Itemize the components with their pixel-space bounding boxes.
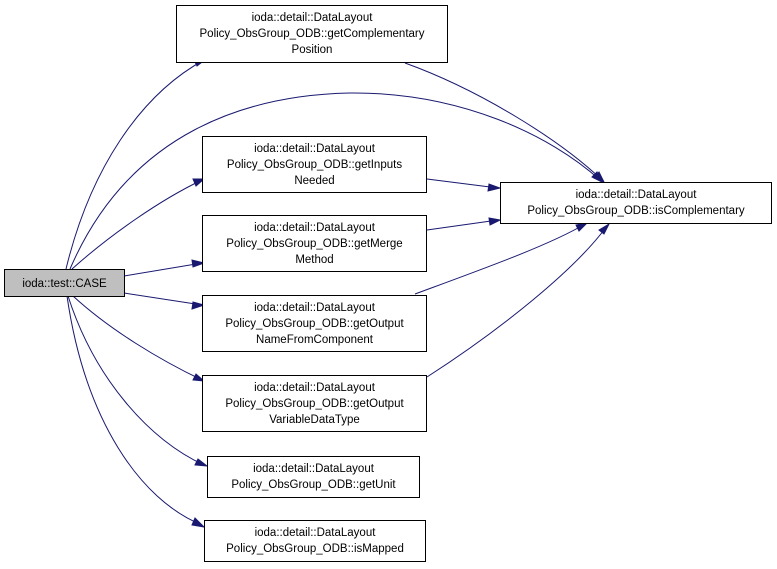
node-label-line: NameFromComponent bbox=[256, 334, 374, 346]
node-label-line: Position bbox=[292, 44, 333, 56]
node-label-line: ioda::detail::DataLayout bbox=[254, 382, 376, 394]
node-getoutputvariabledatatype[interactable]: ioda::detail::DataLayout Policy_ObsGroup… bbox=[202, 375, 427, 432]
node-ismapped[interactable]: ioda::detail::DataLayout Policy_ObsGroup… bbox=[204, 520, 426, 562]
node-label-line: Policy_ObsGroup_ODB::getOutput bbox=[225, 318, 404, 330]
arrowhead-icon bbox=[488, 217, 502, 226]
arrowhead-icon bbox=[191, 517, 206, 528]
edge-getcomplementaryposition-to-iscomplementary bbox=[404, 62, 603, 181]
arrowhead-icon bbox=[191, 301, 206, 310]
edge-getinputsneeded-to-iscomplementary bbox=[426, 178, 499, 189]
arrowhead-icon bbox=[487, 183, 502, 192]
arrowhead-icon bbox=[192, 178, 206, 187]
edge-case-to-iscomplementary bbox=[69, 92, 601, 270]
node-label-line: Method bbox=[295, 254, 333, 266]
node-iscomplementary[interactable]: ioda::detail::DataLayout Policy_ObsGroup… bbox=[500, 182, 772, 224]
node-label-line: VariableDataType bbox=[269, 414, 360, 426]
node-label-line: Policy_ObsGroup_ODB::getComplementary bbox=[200, 28, 425, 40]
arrowhead-icon bbox=[598, 222, 611, 235]
node-label-line: ioda::detail::DataLayout bbox=[254, 222, 376, 234]
arrowhead-icon bbox=[192, 373, 206, 382]
edge-case-to-getinputsneeded bbox=[71, 179, 203, 270]
node-getunit[interactable]: ioda::detail::DataLayout Policy_ObsGroup… bbox=[207, 456, 420, 498]
node-label-line: ioda::detail::DataLayout bbox=[254, 302, 376, 314]
edge-getoutputnamefromcomponent-to-iscomplementary bbox=[414, 223, 586, 295]
node-label-line: Needed bbox=[294, 175, 334, 187]
edge-case-to-getoutputvariabledatatype bbox=[72, 295, 203, 381]
node-label: ioda::test::CASE bbox=[22, 278, 107, 290]
edge-case-to-ismapped bbox=[66, 295, 203, 526]
node-label-line: Policy_ObsGroup_ODB::getOutput bbox=[225, 398, 404, 410]
node-getcomplementaryposition[interactable]: ioda::detail::DataLayout Policy_ObsGroup… bbox=[176, 5, 448, 63]
node-label-line: Policy_ObsGroup_ODB::getMerge bbox=[226, 238, 402, 250]
edge-getmergemethod-to-iscomplementary bbox=[426, 219, 499, 231]
node-label-line: ioda::detail::DataLayout bbox=[255, 527, 377, 539]
node-ioda-test-case[interactable]: ioda::test::CASE bbox=[4, 269, 125, 297]
node-label-line: Policy_ObsGroup_ODB::getInputs bbox=[227, 159, 402, 171]
node-label-line: Policy_ObsGroup_ODB::isMapped bbox=[226, 543, 404, 555]
node-label-line: Policy_ObsGroup_ODB::getUnit bbox=[231, 479, 396, 491]
edge-case-to-getoutputnamefromcomponent bbox=[123, 292, 203, 306]
arrowhead-icon bbox=[593, 171, 606, 183]
edge-case-to-getcomplementaryposition bbox=[65, 59, 205, 270]
node-getoutputnamefromcomponent[interactable]: ioda::detail::DataLayout Policy_ObsGroup… bbox=[202, 295, 427, 352]
node-label-line: ioda::detail::DataLayout bbox=[576, 189, 698, 201]
edges bbox=[65, 58, 611, 528]
node-label-line: ioda::detail::DataLayout bbox=[253, 463, 375, 475]
node-label-line: Policy_ObsGroup_ODB::isComplementary bbox=[527, 205, 745, 217]
edge-case-to-getunit bbox=[67, 295, 205, 466]
node-label-line: ioda::detail::DataLayout bbox=[252, 12, 374, 24]
arrowhead-icon bbox=[194, 458, 209, 467]
node-getinputsneeded[interactable]: ioda::detail::DataLayout Policy_ObsGroup… bbox=[202, 136, 427, 193]
edge-case-to-getmergemethod bbox=[123, 262, 203, 277]
arrowhead-icon bbox=[191, 259, 206, 268]
node-getmergemethod[interactable]: ioda::detail::DataLayout Policy_ObsGroup… bbox=[202, 215, 427, 272]
node-label-line: ioda::detail::DataLayout bbox=[254, 143, 376, 155]
edge-getoutputvariabledatatype-to-iscomplementary bbox=[426, 225, 608, 378]
arrowhead-icon bbox=[575, 222, 589, 232]
